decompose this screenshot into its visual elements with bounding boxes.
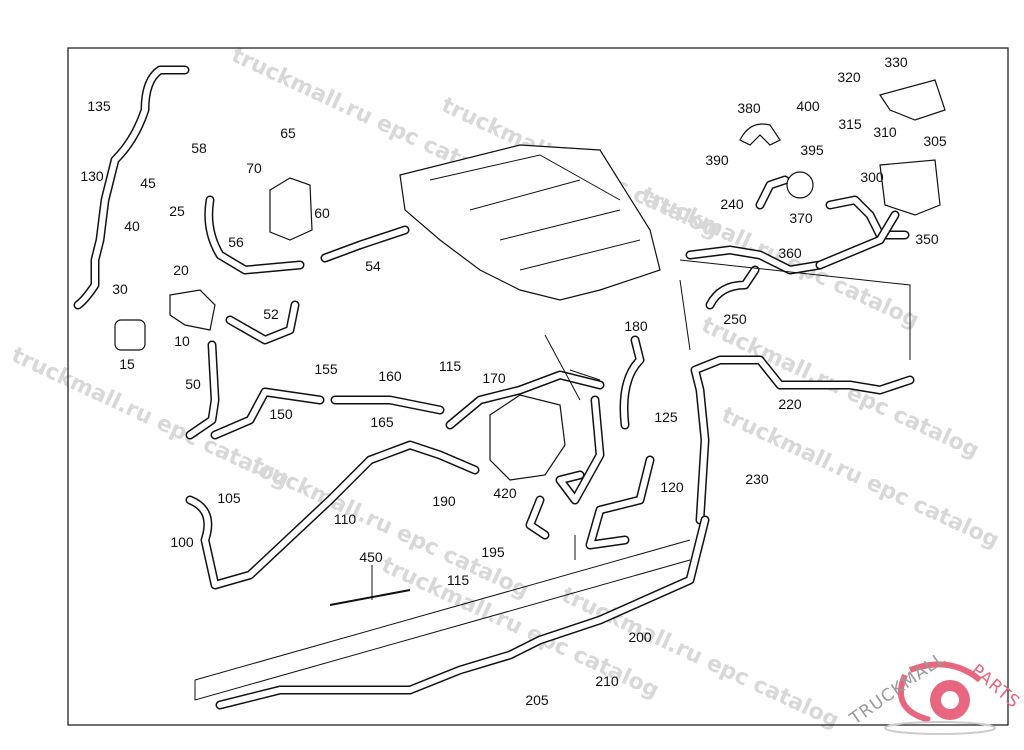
bracket-310 xyxy=(879,79,946,121)
callout-label-115[interactable]: 115 xyxy=(439,358,462,374)
hose xyxy=(619,335,645,430)
callout-label-20[interactable]: 20 xyxy=(173,262,189,278)
hose xyxy=(204,195,305,275)
callout-label-60[interactable]: 60 xyxy=(314,205,330,221)
hose xyxy=(755,175,790,210)
callout-label-58[interactable]: 58 xyxy=(191,140,207,156)
callout-label-230[interactable]: 230 xyxy=(745,471,769,487)
callout-label-40[interactable]: 40 xyxy=(124,218,140,234)
callout-label-50[interactable]: 50 xyxy=(185,376,201,392)
callout-label-65[interactable]: 65 xyxy=(280,125,296,141)
hose xyxy=(215,515,710,710)
callout-label-100[interactable]: 100 xyxy=(170,534,194,550)
callout-label-305[interactable]: 305 xyxy=(923,133,947,149)
callout-label-360[interactable]: 360 xyxy=(778,245,802,261)
hose xyxy=(585,455,655,550)
callout-label-125[interactable]: 125 xyxy=(654,409,678,425)
callout-label-150[interactable]: 150 xyxy=(269,406,293,422)
hose xyxy=(705,265,760,310)
hose xyxy=(825,195,910,240)
expansion-tank-60 xyxy=(269,177,313,241)
hose xyxy=(225,300,300,345)
callout-label-300[interactable]: 300 xyxy=(860,169,884,185)
callout-label-420[interactable]: 420 xyxy=(493,485,517,501)
hose xyxy=(185,340,220,440)
leader-lines xyxy=(194,259,911,701)
callout-label-450[interactable]: 450 xyxy=(359,549,383,565)
callout-label-195[interactable]: 195 xyxy=(481,544,505,560)
callout-label-120[interactable]: 120 xyxy=(660,479,684,495)
callout-label-30[interactable]: 30 xyxy=(112,281,128,297)
diagram-frame xyxy=(67,47,1009,726)
hose xyxy=(685,245,825,275)
parts-layer xyxy=(114,79,946,606)
hose xyxy=(185,440,480,590)
pump-10 xyxy=(169,289,216,331)
callout-label-350[interactable]: 350 xyxy=(915,231,939,247)
callout-label-380[interactable]: 380 xyxy=(737,100,761,116)
truckmall-parts-logo: TRUCKMALL PARTS xyxy=(846,649,1024,735)
hose xyxy=(690,355,915,525)
callout-label-135[interactable]: 135 xyxy=(87,98,111,114)
callout-label-205[interactable]: 205 xyxy=(525,692,549,708)
callout-label-220[interactable]: 220 xyxy=(778,396,802,412)
hose xyxy=(73,65,190,310)
callout-label-15[interactable]: 15 xyxy=(119,356,135,372)
callout-label-130[interactable]: 130 xyxy=(80,168,104,184)
callout-label-315[interactable]: 315 xyxy=(838,116,862,132)
callout-label-165[interactable]: 165 xyxy=(370,414,394,430)
expansion-tank-300 xyxy=(879,159,941,216)
hose xyxy=(320,225,410,263)
bracket-380 xyxy=(739,123,781,146)
callout-label-45[interactable]: 45 xyxy=(140,175,156,191)
callout-labels: 135 130 45 40 25 20 30 15 10 50 58 56 70 65 60 54 52 155 1… xyxy=(80,54,947,708)
callout-label-240[interactable]: 240 xyxy=(720,196,744,212)
hose xyxy=(445,370,605,430)
callout-label-170[interactable]: 170 xyxy=(482,370,506,386)
hose xyxy=(525,495,550,540)
callout-label-54[interactable]: 54 xyxy=(365,258,381,274)
callout-label-52[interactable]: 52 xyxy=(263,306,279,322)
hose-layer xyxy=(73,65,915,710)
hose xyxy=(815,210,900,270)
valve-block-420 xyxy=(489,394,566,481)
callout-label-110[interactable]: 110 xyxy=(334,511,357,527)
callout-label-180[interactable]: 180 xyxy=(624,318,648,334)
callout-label-330[interactable]: 330 xyxy=(884,54,908,70)
pump-370 xyxy=(786,171,814,199)
callout-label-105[interactable]: 105 xyxy=(217,490,241,506)
callout-label-56[interactable]: 56 xyxy=(228,234,244,250)
logo-ring xyxy=(884,721,996,735)
callout-label-10[interactable]: 10 xyxy=(174,333,190,349)
callout-label-70[interactable]: 70 xyxy=(246,160,262,176)
logo-swoosh xyxy=(898,661,982,723)
strap-450 xyxy=(329,589,411,606)
callout-label-395[interactable]: 395 xyxy=(800,142,824,158)
callout-label-250[interactable]: 250 xyxy=(723,311,747,327)
callout-label-400[interactable]: 400 xyxy=(796,98,820,114)
callout-label-210[interactable]: 210 xyxy=(595,673,619,689)
hose xyxy=(555,395,605,505)
battery-housing-detail xyxy=(429,154,641,271)
callout-label-310[interactable]: 310 xyxy=(873,124,897,140)
callout-label-200[interactable]: 200 xyxy=(628,629,652,645)
hose xyxy=(210,387,325,440)
callout-label-155[interactable]: 155 xyxy=(314,361,338,377)
callout-label-390[interactable]: 390 xyxy=(705,152,729,168)
callout-label-320[interactable]: 320 xyxy=(837,69,861,85)
sleeve-15 xyxy=(114,319,146,351)
callout-label-370[interactable]: 370 xyxy=(789,210,813,226)
logo-text-accent: PARTS xyxy=(967,661,1024,713)
callout-label-25[interactable]: 25 xyxy=(169,203,185,219)
hose xyxy=(330,395,445,415)
callout-label-160[interactable]: 160 xyxy=(378,368,402,384)
battery-housing xyxy=(399,144,661,301)
callout-label-190[interactable]: 190 xyxy=(432,493,456,509)
callout-label-115[interactable]: 115 xyxy=(447,572,470,588)
